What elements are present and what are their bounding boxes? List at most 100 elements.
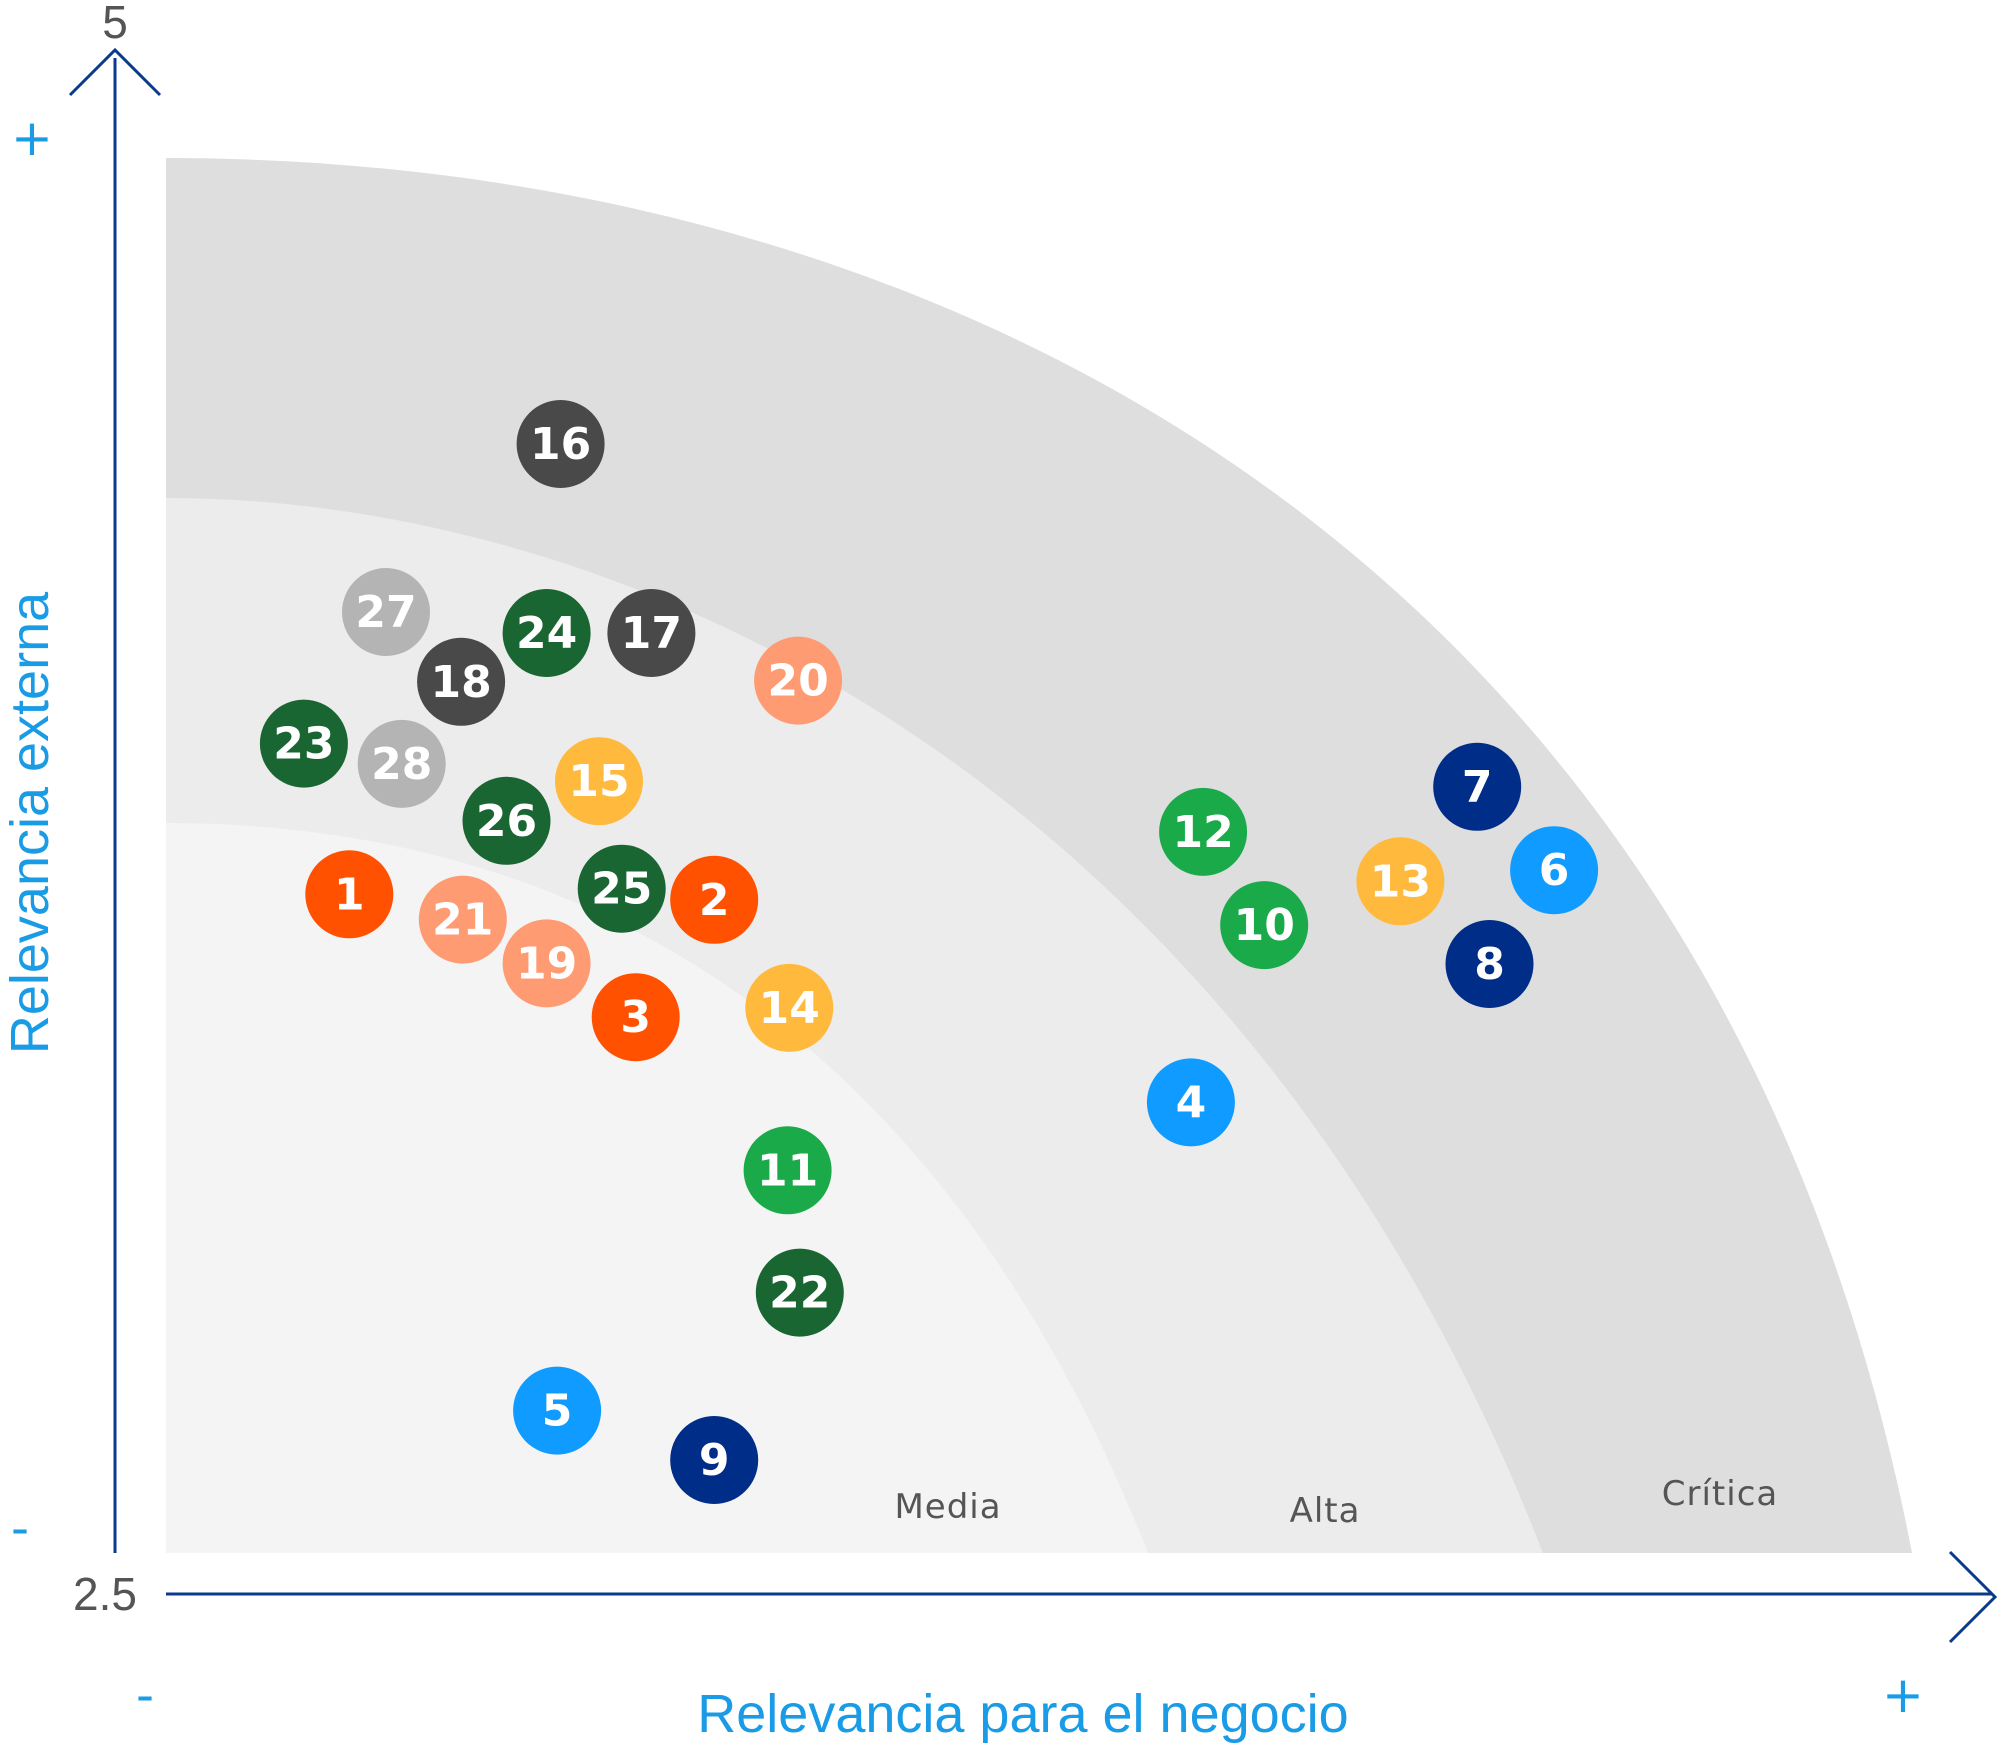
data-point-label: 19 — [516, 938, 577, 989]
data-point-3: 3 — [591, 973, 680, 1062]
data-point-marker — [1159, 787, 1248, 876]
data-point-label: 9 — [699, 1435, 730, 1486]
data-point-marker — [305, 850, 394, 939]
data-point-marker — [357, 719, 446, 808]
data-point-marker — [516, 400, 605, 488]
data-point-marker — [743, 1126, 832, 1215]
data-point-marker — [1356, 837, 1445, 926]
data-point-label: 28 — [371, 739, 432, 790]
y-high-sign: + — [11, 109, 53, 167]
data-point-label: 11 — [757, 1145, 818, 1196]
data-point-label: 17 — [621, 608, 682, 659]
data-point-marker — [754, 636, 843, 725]
data-point-label: 24 — [516, 608, 577, 659]
data-point-label: 1 — [334, 869, 365, 920]
zone-media-band — [166, 823, 1148, 1553]
data-point-marker — [577, 844, 666, 933]
data-point-27: 27 — [342, 568, 430, 656]
y-tick-min: 2.5 — [73, 1568, 137, 1620]
data-point-20: 20 — [754, 636, 843, 725]
zone-label-media: Media — [894, 1487, 1001, 1527]
data-point-9: 9 — [670, 1416, 759, 1504]
data-point-label: 2 — [699, 875, 730, 926]
data-point-label: 5 — [542, 1386, 573, 1437]
data-point-22: 22 — [755, 1248, 844, 1337]
data-point-marker — [591, 973, 680, 1062]
data-point-label: 8 — [1474, 939, 1505, 990]
data-point-5: 5 — [513, 1366, 602, 1455]
data-point-15: 15 — [555, 737, 643, 826]
y-axis-arrowhead — [68, 47, 162, 97]
data-point-11: 11 — [743, 1126, 832, 1215]
y-axis-title: Relevancia externa — [0, 591, 60, 1054]
data-point-7: 7 — [1433, 742, 1522, 831]
data-point-label: 14 — [759, 983, 820, 1034]
data-point-25: 25 — [577, 844, 666, 933]
data-point-17: 17 — [607, 589, 696, 677]
zone-label-critica: Crítica — [1662, 1474, 1778, 1514]
data-point-13: 13 — [1356, 837, 1445, 926]
data-point-marker — [418, 875, 507, 964]
data-point-marker — [462, 776, 551, 865]
zone-label-alta: Alta — [1290, 1491, 1361, 1531]
data-point-6: 6 — [1510, 826, 1599, 915]
data-point-marker — [417, 637, 506, 726]
x-axis-arrowhead — [1948, 1550, 1998, 1644]
data-point-marker — [502, 919, 591, 1008]
x-low-sign: - — [136, 1666, 154, 1724]
data-point-26: 26 — [462, 776, 551, 865]
data-point-marker — [1433, 742, 1522, 831]
data-point-12: 12 — [1159, 787, 1248, 876]
data-point-marker — [670, 855, 759, 944]
x-high-sign: + — [1882, 1666, 1924, 1724]
data-point-label: 27 — [355, 587, 416, 638]
data-point-21: 21 — [418, 875, 507, 964]
data-point-marker — [1220, 881, 1309, 970]
data-point-marker — [1445, 920, 1534, 1008]
data-point-marker — [670, 1416, 759, 1504]
data-point-8: 8 — [1445, 920, 1534, 1008]
data-point-label: 16 — [530, 419, 591, 470]
data-point-marker — [745, 963, 834, 1052]
zone-bands — [166, 158, 1912, 1553]
data-point-28: 28 — [357, 719, 446, 808]
data-point-label: 13 — [1370, 856, 1431, 907]
data-point-label: 3 — [620, 992, 651, 1043]
x-axis-title: Relevancia para el negocio — [697, 1684, 1348, 1744]
data-point-10: 10 — [1220, 881, 1309, 970]
zone-labels: Media Alta Crítica — [894, 1474, 1778, 1531]
data-point-marker — [513, 1366, 602, 1455]
data-point-label: 23 — [273, 719, 334, 770]
data-point-19: 19 — [502, 919, 591, 1008]
data-point-label: 10 — [1234, 900, 1295, 951]
y-tick-max: 5 — [102, 0, 128, 48]
data-point-label: 25 — [591, 864, 652, 915]
data-point-14: 14 — [745, 963, 834, 1052]
data-point-label: 20 — [767, 656, 828, 707]
data-point-label: 26 — [476, 796, 537, 847]
data-point-18: 18 — [417, 637, 506, 726]
data-point-marker — [755, 1248, 844, 1337]
data-point-4: 4 — [1146, 1058, 1235, 1147]
data-point-label: 18 — [430, 657, 491, 708]
data-point-marker — [1510, 826, 1599, 915]
y-axis — [68, 47, 162, 1553]
data-point-2: 2 — [670, 855, 759, 944]
data-point-label: 4 — [1176, 1077, 1207, 1128]
data-point-marker — [342, 568, 430, 656]
data-point-label: 6 — [1539, 845, 1570, 896]
data-point-23: 23 — [259, 699, 348, 788]
data-point-label: 12 — [1172, 807, 1233, 858]
data-point-marker — [259, 699, 348, 788]
data-point-label: 7 — [1462, 762, 1493, 813]
data-point-label: 15 — [568, 756, 629, 807]
data-point-1: 1 — [305, 850, 394, 939]
data-point-label: 22 — [769, 1268, 830, 1319]
data-point-marker — [555, 737, 643, 826]
x-axis — [166, 1550, 1998, 1644]
y-low-sign: - — [11, 1499, 29, 1557]
data-point-marker — [502, 589, 591, 677]
data-point-marker — [607, 589, 696, 677]
